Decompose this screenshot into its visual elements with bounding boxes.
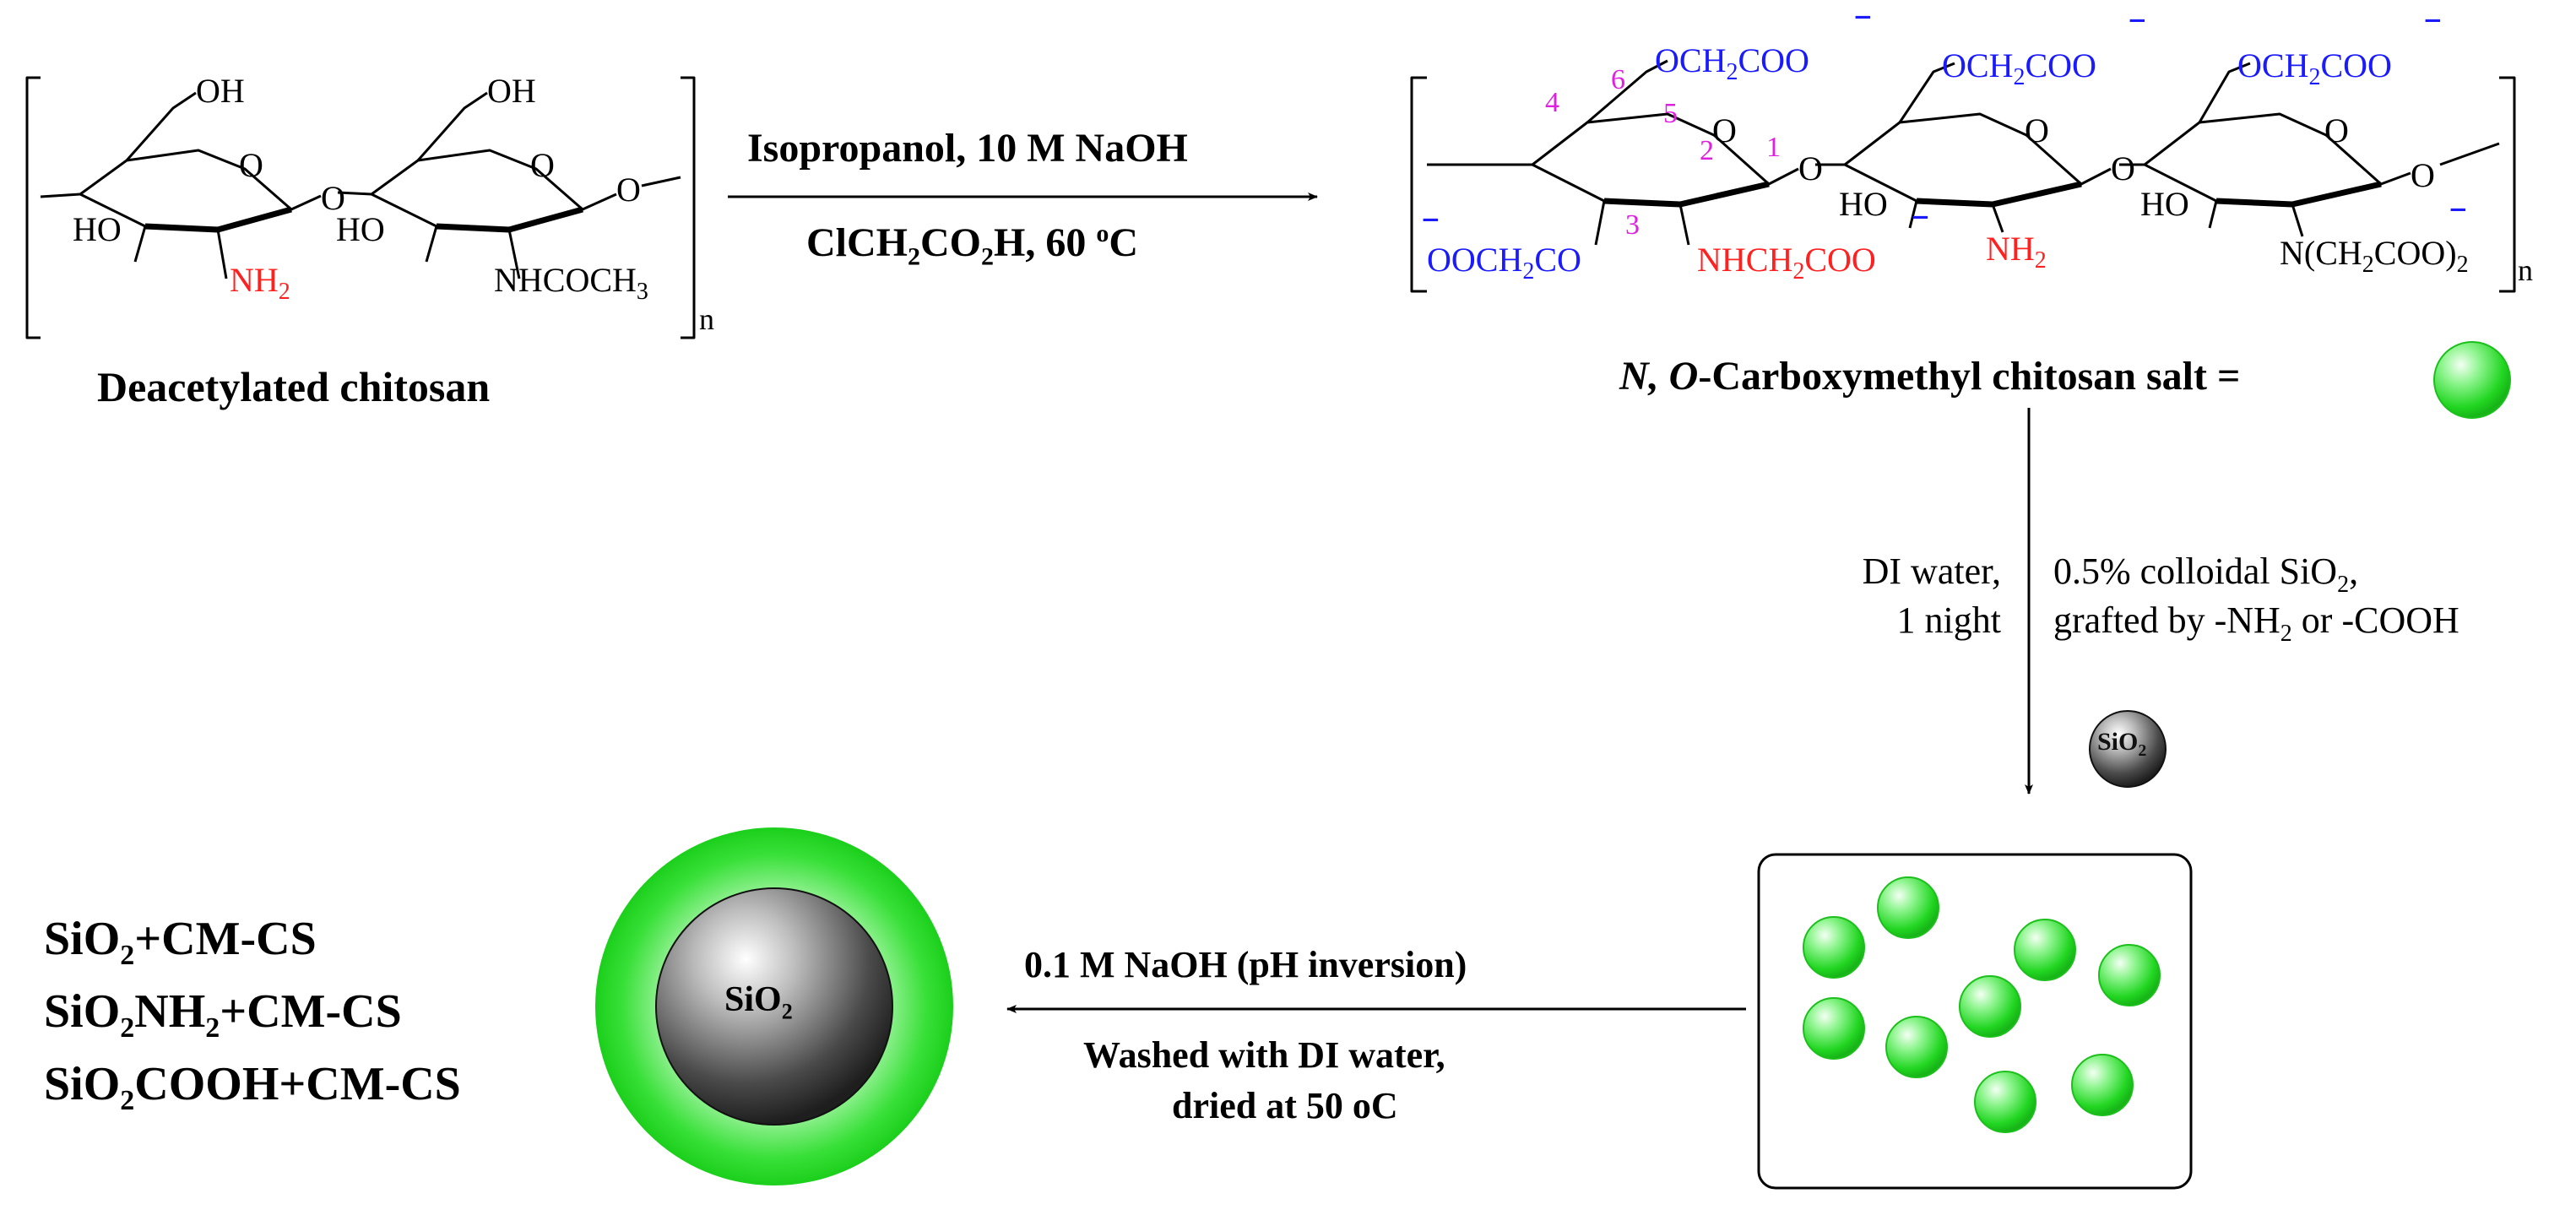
reactant-name: Deacetylated chitosan (97, 363, 491, 410)
sio2-core-label: SiO2 (724, 980, 793, 1024)
atom-o-end: O (2411, 156, 2435, 194)
sio2-particle (2089, 710, 2167, 788)
green-particle (2071, 1054, 2134, 1116)
reactant-structure (25, 76, 696, 339)
product-item: SiO2NH2+CM-CS (44, 985, 402, 1044)
atom-oh: OH (196, 72, 245, 110)
right-bracket (681, 76, 696, 339)
product-structure (1410, 59, 2516, 293)
atom-oococh2co: OOCH2CO (1427, 241, 1581, 285)
green-particle (2014, 919, 2076, 981)
charge-minus: ‾ (2132, 17, 2143, 52)
step2-left-line2: 1 night (1896, 599, 2001, 641)
step3-bottom-line1: Washed with DI water, (1083, 1034, 1445, 1076)
atom-o-ring: O (239, 146, 263, 184)
charge-minus: ‾ (2453, 206, 2464, 241)
green-particle (1959, 975, 2021, 1038)
atom-o-link: O (321, 179, 345, 217)
green-particle (1803, 997, 1865, 1060)
product-item: SiO2+CM-CS (44, 913, 317, 972)
charge-minus: ‾ (1915, 214, 1926, 249)
step1-reagents-bottom: ClCH2CO2H, 60 oC (806, 220, 1139, 271)
right-bracket (2499, 76, 2516, 293)
atom-ho: HO (2140, 185, 2189, 223)
green-particle (1803, 916, 1865, 979)
green-particle (1885, 1016, 1948, 1078)
green-particle (1877, 876, 1939, 939)
green-particle (2098, 944, 2161, 1006)
repeat-n: n (2518, 253, 2533, 287)
atom-nhcoch3: NHCOCH3 (494, 261, 648, 305)
sio2-core (655, 887, 893, 1126)
atom-ocooch2coo: OCH2COO (2237, 46, 2392, 90)
step3-bottom-line2: dried at 50 oC (1172, 1085, 1398, 1126)
suspension-particles (1803, 876, 2161, 1133)
position-6: 6 (1611, 64, 1625, 95)
step1-reagents-top: Isopropanol, 10 M NaOH (747, 126, 1188, 171)
repeat-n: n (699, 302, 714, 336)
step2-right-line2: grafted by -NH2 or -COOH (2053, 599, 2459, 647)
position-1: 1 (1766, 132, 1781, 163)
sio2-particle-label: SiO2 (2097, 728, 2147, 760)
atom-ho: HO (73, 210, 122, 248)
charge-minus: ‾ (1425, 216, 1436, 252)
cmcs-particle-legend (2433, 341, 2511, 419)
atom-o-ring: O (1712, 111, 1737, 149)
atom-o-link: O (2111, 149, 2135, 187)
atom-ho: HO (336, 210, 385, 248)
atom-oh: OH (487, 72, 536, 110)
left-bracket (25, 76, 41, 339)
product-item: SiO2COOH+CM-CS (44, 1058, 461, 1117)
position-3: 3 (1625, 209, 1640, 241)
green-particle (1974, 1071, 2036, 1133)
step3-top: 0.1 M NaOH (pH inversion) (1024, 944, 1467, 985)
step2-left-line1: DI water, (1862, 551, 2001, 592)
atom-ncoo2: N(CH2COO)2 (2280, 234, 2469, 278)
atom-o-ring: O (530, 146, 555, 184)
atom-o-end: O (616, 171, 641, 209)
atom-ocooch2coo: OCH2COO (1942, 46, 2096, 90)
product-name: N, O-Carboxymethyl chitosan salt = (1619, 354, 2241, 399)
atom-nh2: NH2 (230, 261, 290, 305)
left-bracket (1410, 76, 1427, 293)
atom-o-link: O (1798, 149, 1823, 187)
step2-right-line1: 0.5% colloidal SiO2, (2053, 551, 2359, 598)
charge-minus: ‾ (2427, 17, 2438, 52)
position-4: 4 (1545, 87, 1559, 118)
position-5: 5 (1663, 98, 1678, 129)
atom-ho: HO (1839, 185, 1888, 223)
atom-ocooch2coo: OCH2COO (1655, 41, 1809, 85)
atom-o-ring: O (2324, 111, 2349, 149)
atom-o-ring: O (2025, 111, 2049, 149)
atom-nh2: NH2 (1986, 230, 2047, 274)
position-2: 2 (1700, 135, 1714, 166)
charge-minus: ‾ (1857, 14, 1868, 49)
atom-nhch2coo: NHCH2COO (1697, 241, 1876, 285)
